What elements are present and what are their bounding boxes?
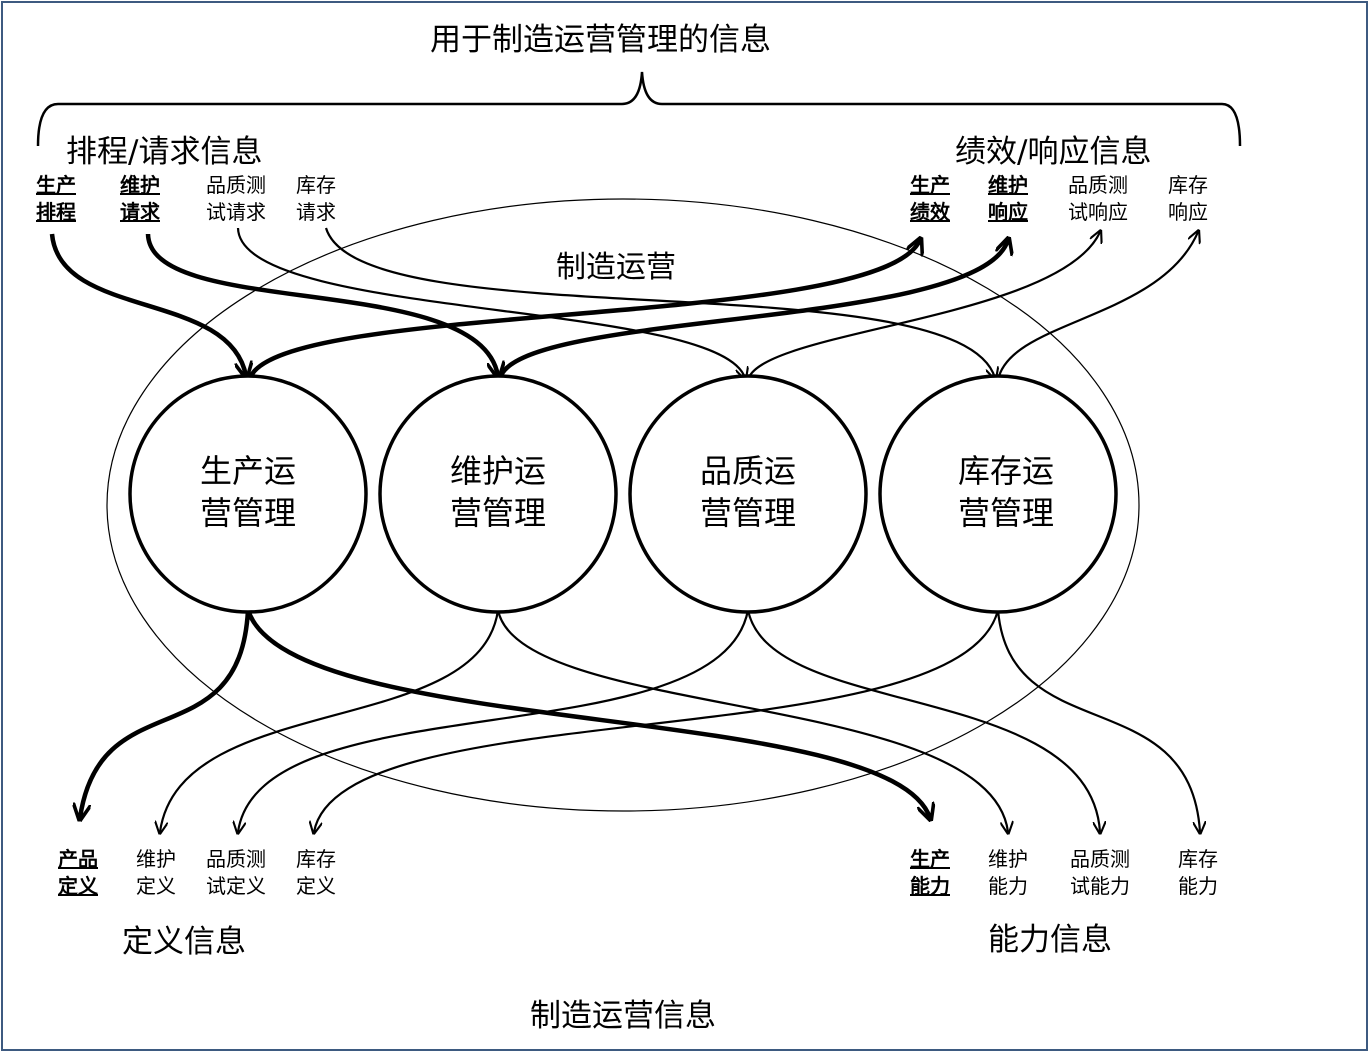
top-right-item: 品质测 试响应 — [1060, 172, 1136, 226]
quality-operations-label: 品质运 营管理 — [668, 450, 828, 534]
bottom-right-item: 维护 能力 — [980, 846, 1036, 900]
item-line1: 品质测 — [1070, 847, 1130, 871]
arrow-production-schedule — [49, 233, 246, 376]
circle-line1: 生产运 — [199, 452, 296, 490]
item-line1: 库存 — [296, 847, 336, 871]
bottom-right-item: 库存 能力 — [1170, 846, 1226, 900]
bottom-right-group-title: 能力信息 — [988, 922, 1112, 958]
item-line2: 能力 — [1178, 874, 1218, 898]
item-line1: 维护 — [136, 847, 176, 871]
top-right-group-title: 绩效/响应信息 — [955, 134, 1152, 170]
arrow-inventory-response — [996, 232, 1198, 381]
arrow-quality-capability — [746, 609, 1100, 832]
arrow-maintenance-definition — [160, 609, 500, 832]
arrow-maintenance-capability — [496, 609, 1008, 832]
arrow-maintenance-request — [145, 233, 498, 376]
bottom-right-item: 生产 能力 — [902, 846, 958, 900]
top-right-item: 生产 绩效 — [902, 172, 958, 226]
item-line1: 维护 — [988, 847, 1028, 871]
top-left-group-title: 排程/请求信息 — [66, 134, 263, 170]
arrow-quality-definition — [238, 609, 750, 832]
item-line2: 绩效 — [910, 200, 950, 224]
circle-line2: 营管理 — [199, 494, 296, 532]
bottom-left-item: 产品 定义 — [50, 846, 106, 900]
item-line2: 能力 — [988, 874, 1028, 898]
circle-line2: 营管理 — [699, 494, 796, 532]
item-line2: 响应 — [1168, 200, 1208, 224]
item-line1: 库存 — [1178, 847, 1218, 871]
item-line1: 库存 — [1168, 173, 1208, 197]
maintenance-operations-circle — [378, 374, 618, 614]
top-left-item: 品质测 试请求 — [198, 172, 274, 226]
item-line2: 试响应 — [1068, 200, 1128, 224]
item-line1: 产品 — [58, 847, 98, 871]
circle-line2: 营管理 — [449, 494, 546, 532]
top-left-item: 生产 排程 — [28, 172, 84, 226]
item-line1: 生产 — [910, 847, 950, 871]
top-left-item: 库存 请求 — [288, 172, 344, 226]
top-brace — [36, 71, 1242, 147]
item-line2: 请求 — [120, 200, 160, 224]
inventory-operations-circle — [878, 374, 1118, 614]
item-line1: 生产 — [36, 173, 76, 197]
item-line1: 维护 — [988, 173, 1028, 197]
item-line1: 生产 — [910, 173, 950, 197]
bottom-left-item: 库存 定义 — [288, 846, 344, 900]
manufacturing-operations-ellipse — [106, 198, 1140, 812]
item-line1: 品质测 — [206, 847, 266, 871]
item-line2: 定义 — [296, 874, 336, 898]
diagram-title: 用于制造运营管理的信息 — [430, 22, 771, 58]
production-operations-circle — [128, 374, 368, 614]
bottom-left-item: 维护 定义 — [128, 846, 184, 900]
arrow-inventory-definition — [314, 609, 1000, 832]
manufacturing-operations-label: 制造运营 — [556, 250, 676, 285]
maintenance-operations-label: 维护运 营管理 — [418, 450, 578, 534]
arrow-maintenance-response — [497, 240, 1008, 379]
item-line2: 定义 — [136, 874, 176, 898]
inventory-operations-label: 库存运 营管理 — [926, 450, 1086, 534]
item-line2: 试请求 — [206, 200, 266, 224]
circle-line1: 库存运 — [957, 452, 1054, 490]
diagram-footer: 制造运营信息 — [530, 998, 716, 1034]
production-operations-label: 生产运 营管理 — [168, 450, 328, 534]
item-line1: 品质测 — [1068, 173, 1128, 197]
item-line2: 试定义 — [206, 874, 266, 898]
arrow-quality-request — [236, 227, 745, 378]
item-line1: 品质测 — [206, 173, 266, 197]
item-line2: 能力 — [910, 874, 950, 898]
arrow-production-performance — [247, 240, 920, 380]
arrow-inventory-capability — [996, 609, 1200, 832]
item-line2: 排程 — [36, 200, 76, 224]
circle-line1: 维护运 — [449, 452, 546, 490]
circle-line1: 品质运 — [699, 452, 796, 490]
top-left-item: 维护 请求 — [112, 172, 168, 226]
bottom-right-item: 品质测 试能力 — [1062, 846, 1138, 900]
item-line2: 试能力 — [1070, 874, 1130, 898]
item-line2: 响应 — [988, 200, 1028, 224]
bottom-left-group-title: 定义信息 — [122, 924, 246, 960]
arrow-production-capability — [245, 609, 930, 818]
arrow-inventory-request — [324, 227, 995, 378]
bottom-left-item: 品质测 试定义 — [198, 846, 274, 900]
item-line2: 定义 — [58, 874, 98, 898]
item-line1: 维护 — [120, 173, 160, 197]
arrow-product-definition — [80, 609, 251, 818]
item-line2: 请求 — [296, 200, 336, 224]
quality-operations-circle — [628, 374, 868, 614]
circle-line2: 营管理 — [957, 494, 1054, 532]
top-right-item: 库存 响应 — [1160, 172, 1216, 226]
item-line1: 库存 — [296, 173, 336, 197]
arrow-quality-response — [746, 232, 1100, 381]
top-right-item: 维护 响应 — [980, 172, 1036, 226]
